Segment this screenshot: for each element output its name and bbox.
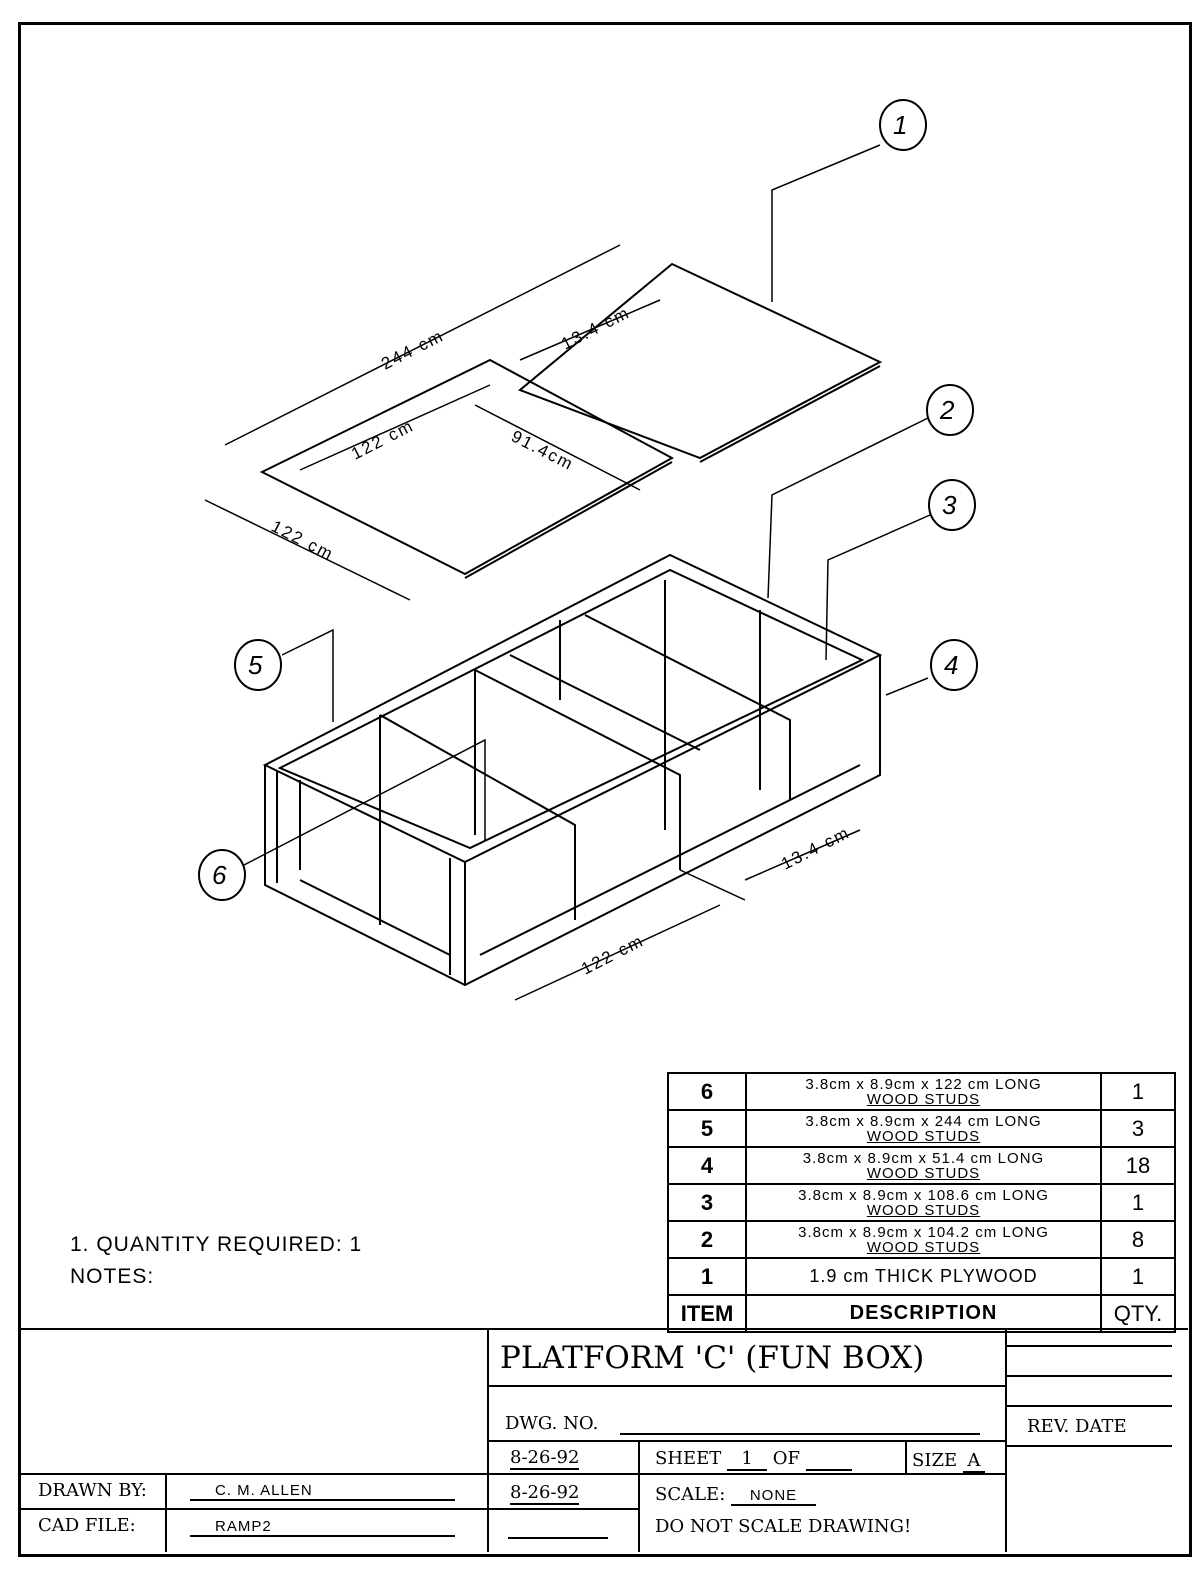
- callout-circles: [198, 99, 978, 901]
- bom-description-line2: WOOD STUDS: [866, 1238, 981, 1256]
- size-value: A: [962, 1450, 985, 1473]
- bom-item-number: 4: [667, 1146, 747, 1185]
- dim-sheet-width: 122 cm: [268, 517, 337, 565]
- bom-description-line1: 1.9 cm THICK PLYWOOD: [809, 1266, 1038, 1286]
- cad-file-value: RAMP2: [190, 1518, 455, 1537]
- bom-item-number: 6: [667, 1072, 747, 1111]
- cad-file-label: CAD FILE:: [38, 1515, 136, 1536]
- bom-description-line1: 3.8cm x 8.9cm x 51.4 cm LONG: [802, 1149, 1045, 1167]
- stud-frame: [262, 553, 883, 987]
- size-field: SIZE A: [912, 1450, 985, 1473]
- notes-label: NOTES:: [70, 1265, 155, 1288]
- bom-row: 1 1.9 cm THICK PLYWOOD 1: [667, 1257, 1176, 1296]
- callout-3: 3: [942, 490, 957, 520]
- plywood-sheets: [259, 262, 883, 579]
- bom-header-description: DESCRIPTION: [745, 1294, 1102, 1333]
- plywood-sheet-back: [518, 262, 883, 460]
- bom-header-item: ITEM: [667, 1294, 747, 1333]
- bom-description-line1: 3.8cm x 8.9cm x 122 cm LONG: [805, 1075, 1042, 1093]
- drawing-title: PLATFORM 'C' (FUN BOX): [500, 1340, 925, 1376]
- bom-description-line1: 3.8cm x 8.9cm x 244 cm LONG: [805, 1112, 1042, 1130]
- note-quantity: 1. QUANTITY REQUIRED: 1: [70, 1233, 363, 1256]
- bom-description: 1.9 cm THICK PLYWOOD: [745, 1257, 1102, 1296]
- scale-warning: DO NOT SCALE DRAWING!: [655, 1516, 912, 1537]
- callout-5: 5: [248, 650, 263, 680]
- plywood-sheet-front: [259, 358, 675, 576]
- bom-qty: 18: [1100, 1146, 1176, 1185]
- dim-frame-width: 122 cm: [578, 931, 647, 979]
- dim-sheet-offset: 13.4 cm: [558, 303, 633, 354]
- bom-qty: 3: [1100, 1109, 1176, 1148]
- sheet-field: SHEET 1 OF: [655, 1448, 852, 1471]
- leader-lines: [204, 144, 931, 1001]
- bom-qty: 1: [1100, 1072, 1176, 1111]
- sheet-number: 1: [727, 1448, 768, 1471]
- dim-sheet-length: 244 cm: [378, 326, 447, 374]
- bom-item-number: 5: [667, 1109, 747, 1148]
- bom-description-line2: WOOD STUDS: [866, 1201, 981, 1219]
- callout-4: 4: [944, 650, 958, 680]
- bom-qty: 1: [1100, 1183, 1176, 1222]
- sheet-border: [18, 22, 1192, 1557]
- date-2: 8-26-92: [510, 1482, 580, 1505]
- drawn-by-label: DRAWN BY:: [38, 1480, 147, 1501]
- dim-sheet-half: 122 cm: [348, 416, 417, 464]
- callout-1: 1: [893, 110, 907, 140]
- bom-header-row: ITEM DESCRIPTION QTY.: [667, 1294, 1176, 1333]
- rev-date-label: REV. DATE: [1027, 1416, 1127, 1437]
- callout-6: 6: [212, 860, 227, 890]
- bom-item-number: 3: [667, 1183, 747, 1222]
- dim-frame-offset: 13.4 cm: [778, 823, 853, 874]
- bom-qty: 8: [1100, 1220, 1176, 1259]
- bom-description-line2: WOOD STUDS: [866, 1164, 981, 1182]
- bom-item-number: 2: [667, 1220, 747, 1259]
- callout-2: 2: [939, 395, 955, 425]
- dwg-no-label: DWG. NO.: [505, 1413, 599, 1434]
- bom-header-qty: QTY.: [1100, 1294, 1176, 1333]
- drawn-by-value: C. M. ALLEN: [190, 1482, 455, 1501]
- scale-value: NONE: [731, 1487, 816, 1506]
- bom-item-number: 1: [667, 1257, 747, 1296]
- bom-qty: 1: [1100, 1257, 1176, 1296]
- bom-description-line2: WOOD STUDS: [866, 1090, 981, 1108]
- bom-description-line1: 3.8cm x 8.9cm x 104.2 cm LONG: [798, 1223, 1049, 1241]
- scale-field: SCALE: NONE: [655, 1484, 816, 1506]
- date-1: 8-26-92: [510, 1447, 580, 1470]
- bom-description-line2: WOOD STUDS: [866, 1127, 981, 1145]
- bom-description-line1: 3.8cm x 8.9cm x 108.6 cm LONG: [798, 1186, 1049, 1204]
- dim-sheet-cut: 91.4cm: [508, 427, 577, 475]
- isometric-drawing: 1 2 3 4 5 6 244 cm 13.4 cm 122 cm 91.4cm…: [198, 99, 978, 1001]
